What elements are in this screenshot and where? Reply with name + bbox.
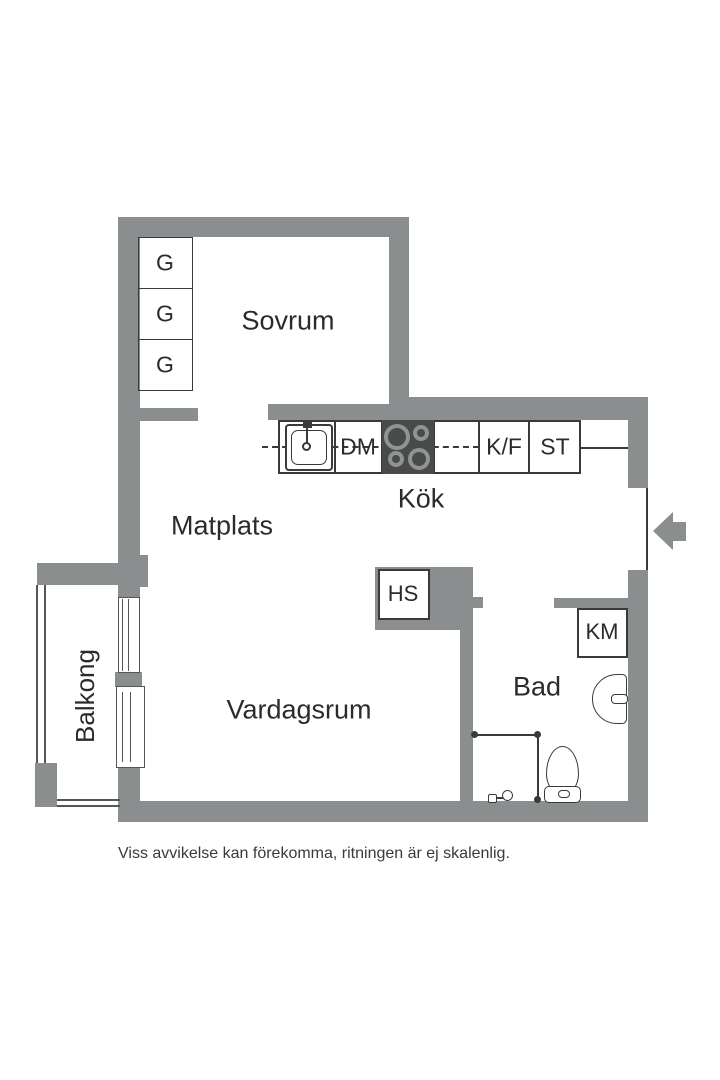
- shower-dot-2: [534, 731, 541, 738]
- wall-left-upper: [118, 217, 140, 597]
- wall-kitchen-top: [389, 397, 648, 420]
- wall-left-lower: [118, 768, 140, 801]
- entry-arrow-icon: [653, 512, 673, 550]
- room-label-vardagsrum: Vardagsrum: [226, 694, 372, 725]
- fridge-freezer-label: K/F: [486, 433, 522, 460]
- hs-closet-label: HS: [387, 581, 419, 606]
- room-label-sovrum: Sovrum: [241, 305, 335, 336]
- shower-dot-1: [471, 731, 478, 738]
- wardrobe-1-label: G: [156, 249, 174, 276]
- counter-divider-3: [433, 420, 435, 474]
- counter-divider-5: [528, 420, 530, 474]
- room-label-matplats: Matplats: [170, 510, 274, 541]
- disclaimer-text: Viss avvikelse kan förekomma, ritningen …: [118, 845, 510, 862]
- shower-line-right: [537, 734, 539, 802]
- wall-balcony-top: [37, 563, 120, 585]
- sink-tap-dot: [302, 442, 311, 451]
- entry-door-line: [646, 488, 648, 570]
- sink-tap-stem: [306, 426, 308, 445]
- wall-bath-top-stub: [554, 598, 633, 608]
- balcony-railing-left: [36, 585, 46, 763]
- wall-bath-left: [460, 630, 473, 801]
- shower-head-circle: [502, 790, 513, 801]
- shower-head-hose: [496, 797, 504, 799]
- wall-bath-door-nub: [473, 597, 483, 608]
- counter-centerline: [262, 446, 479, 448]
- shower-dot-3: [534, 796, 541, 803]
- wall-entry-right-upper: [628, 420, 648, 488]
- sink-tap-top: [303, 422, 312, 428]
- wall-bedroom-door-stub: [140, 408, 198, 421]
- entry-arrow-tail: [671, 522, 686, 541]
- wall-top: [118, 217, 409, 237]
- wall-balcony-bottom-left: [35, 763, 57, 807]
- wall-bedroom-right: [389, 217, 409, 420]
- counter-end-line: [581, 447, 628, 449]
- counter-divider-1: [334, 420, 336, 474]
- wardrobe-3-label: G: [156, 351, 174, 378]
- dishwasher-label: DM: [340, 433, 376, 460]
- room-label-bad: Bad: [512, 671, 562, 702]
- balcony-window-glazing: [122, 599, 129, 671]
- wall-entry-right-lower: [628, 570, 648, 801]
- stove-burner-br: [408, 448, 430, 470]
- wall-window-door-block: [115, 672, 142, 687]
- wardrobe-2-label: G: [156, 300, 174, 327]
- washing-machine-label: KM: [585, 619, 619, 644]
- stove-burner-bl: [388, 451, 404, 467]
- hs-closet: [378, 569, 430, 620]
- shower-line-top: [474, 734, 539, 736]
- room-label-kok: Kök: [397, 483, 445, 514]
- counter-divider-4: [478, 420, 480, 474]
- room-label-balkong: Balkong: [70, 649, 100, 743]
- wardrobe-3: [138, 339, 193, 391]
- stove-burner-tr: [413, 425, 429, 441]
- washbasin-tap: [611, 694, 628, 704]
- wall-bedroom-bottom: [268, 404, 420, 420]
- washing-machine: [577, 608, 628, 658]
- balcony-railing-bottom: [57, 799, 120, 807]
- st-cabinet-label: ST: [540, 433, 570, 460]
- toilet-button: [558, 790, 570, 798]
- wall-bottom: [118, 801, 648, 822]
- wall-left-step: [140, 555, 148, 587]
- balcony-window: [118, 597, 140, 673]
- balcony-door-leaf: [122, 692, 131, 762]
- stove-burner-tl: [384, 424, 410, 450]
